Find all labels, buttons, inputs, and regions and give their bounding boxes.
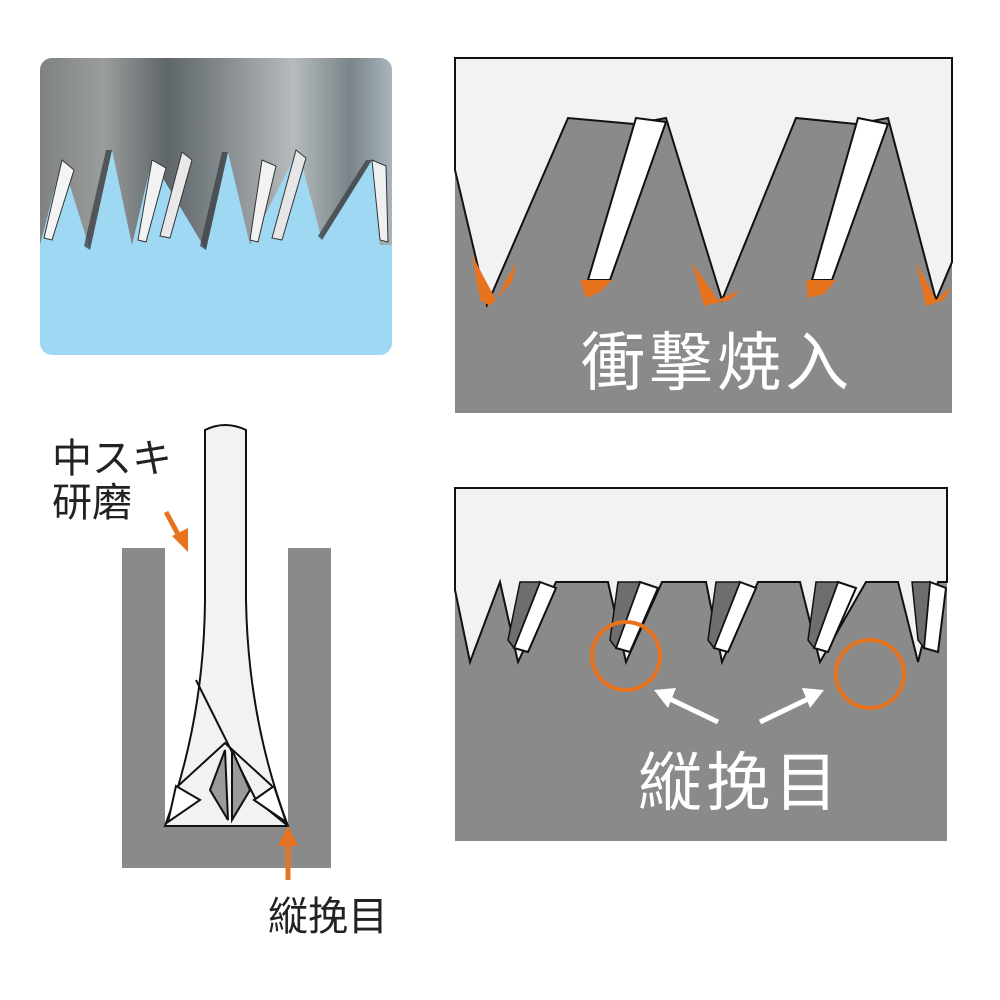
blade-cross-section: 中スキ 研磨 縦挽目	[52, 424, 388, 940]
gullet-shadows	[84, 150, 372, 250]
cut-groove	[122, 548, 331, 868]
hollow-grinding-arrow	[163, 510, 188, 552]
impact-hardening-panel: 衝撃焼入	[454, 57, 953, 413]
rip-teeth-panel: 縦挽目	[454, 487, 948, 841]
pointer-arrow-right	[758, 688, 824, 725]
hollow-grinding-label-line1: 中スキ	[52, 436, 172, 482]
highlight-circle-left	[590, 620, 662, 692]
rip-teeth-label-right: 縦挽目	[638, 747, 842, 821]
rip-teeth-label-bottom: 縦挽目	[268, 894, 388, 940]
tooth-bevels	[43, 149, 389, 243]
blade-body	[40, 58, 392, 250]
impact-hardening-label: 衝撃焼入	[581, 327, 853, 401]
hardened-tips	[472, 255, 952, 306]
pointer-arrow-left	[654, 688, 720, 725]
rip-tooth-shading	[507, 581, 931, 651]
blade-profile	[163, 424, 290, 827]
rip-tooth-facets	[512, 580, 948, 654]
highlight-circle-right	[834, 638, 906, 710]
saw-blade-photo-panel	[40, 58, 392, 355]
teeth-gap-area	[454, 57, 953, 309]
bevel-facets	[166, 749, 288, 825]
rip-teeth-arrow-bottom	[278, 826, 298, 880]
hollow-grinding-label-line2: 研磨	[52, 480, 132, 526]
tooth-facets	[586, 116, 890, 281]
